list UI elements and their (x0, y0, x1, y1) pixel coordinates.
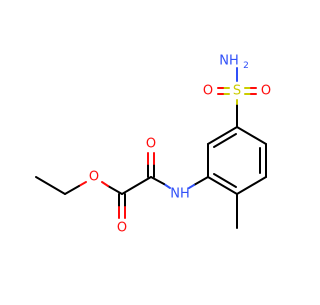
ring-bond-c3-c4 (236, 176, 267, 195)
ring-n-bond-colored (188, 184, 195, 189)
benzene-ring (207, 126, 267, 195)
molecule-structure: NH 2 S O O NH O O O (35, 54, 271, 236)
ethyl-ester (35, 176, 123, 195)
c-o-ester-bond-colored (101, 181, 109, 187)
ester-carbonyl-o-label: O (117, 221, 127, 236)
ester-o-label: O (89, 170, 99, 185)
amide-linkage (150, 176, 209, 189)
o-ch2-bond-colored (78, 181, 87, 187)
o-ch2-bond (64, 185, 80, 195)
ring-bond-c4-c5-inner (213, 173, 237, 188)
ester-carbonyl (118, 193, 126, 219)
ring-bond-c6-c1-inner (213, 133, 237, 148)
ring-n-bond (193, 176, 209, 186)
n-carbonyl-bond (150, 176, 165, 185)
amide-carbonyl (147, 152, 155, 178)
c-o-ester-bond (107, 185, 123, 195)
ring-bond-c6-c1 (207, 126, 238, 145)
ring-bond-c1-c2 (236, 126, 267, 145)
sulfonamide-nh2-label: NH (219, 54, 239, 69)
sulfonamide-group (217, 67, 257, 128)
molecule-canvas: NH 2 S O O NH O O O (35, 54, 271, 236)
ch2-ch3-bond (35, 176, 66, 195)
sulfur-label: S (233, 84, 241, 99)
amide-nh-label: NH (170, 187, 190, 202)
sulfonyl-o-right-label: O (261, 84, 271, 99)
carbonyl-carbonyl-bond (121, 176, 152, 195)
amide-carbonyl-o-label: O (146, 137, 156, 152)
sulfonyl-o-left-label: O (203, 84, 213, 99)
ring-bond-c4-c5 (207, 176, 238, 195)
sulfonamide-nh2-subscript: 2 (243, 61, 249, 71)
n-carbonyl-bond-colored (163, 183, 171, 189)
